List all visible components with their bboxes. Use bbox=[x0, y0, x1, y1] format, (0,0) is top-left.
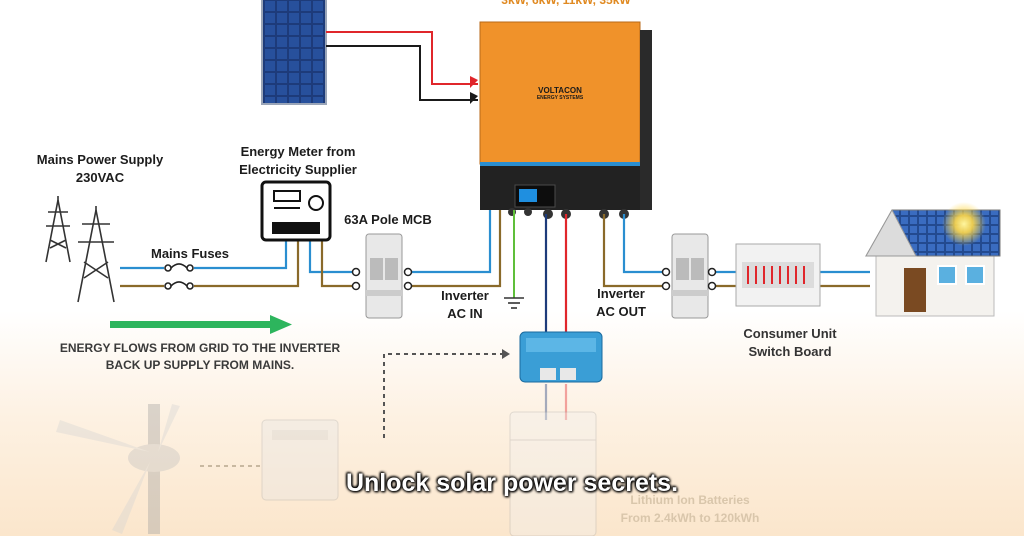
solar-panel bbox=[261, 0, 327, 105]
mcb-label: 63A Pole MCB bbox=[344, 212, 432, 227]
flow-note-line1: ENERGY FLOWS FROM GRID TO THE INVERTER bbox=[59, 341, 341, 355]
inverter-out-label-line2: AC OUT bbox=[596, 304, 646, 319]
mains-label-line1: Mains Power Supply bbox=[36, 152, 164, 167]
output-wires bbox=[602, 214, 870, 288]
inverter bbox=[479, 21, 652, 219]
flow-note-line2: BACK UP SUPPLY FROM MAINS. bbox=[105, 358, 295, 372]
energy-meter bbox=[260, 180, 332, 242]
mains-fuses bbox=[164, 263, 194, 290]
consumer-unit-label-line1: Consumer Unit bbox=[743, 326, 837, 341]
inverter-in-label-line2: AC IN bbox=[447, 306, 483, 321]
power-pylons bbox=[45, 196, 115, 303]
inverter-models-text: 3kW, 6kW, 11kW, 35kW bbox=[501, 0, 631, 7]
mains-label-line2: 230VAC bbox=[75, 170, 125, 185]
wind-turbine bbox=[56, 404, 180, 534]
fuses-label: Mains Fuses bbox=[150, 246, 230, 261]
battery-label-line1: Lithium Ion Batteries bbox=[630, 493, 750, 507]
grid-input-wires bbox=[120, 210, 502, 288]
mcb-breaker-in bbox=[351, 233, 413, 319]
mcb-breaker-out bbox=[661, 233, 717, 319]
house bbox=[865, 202, 1001, 317]
inverter-in-label-line1: Inverter bbox=[441, 288, 489, 303]
battery-wires bbox=[544, 214, 568, 420]
inverter-brand-sub: ENERGY SYSTEMS bbox=[536, 95, 584, 101]
consumer-unit-label-line2: Switch Board bbox=[748, 344, 832, 359]
inverter-out-label-line1: Inverter bbox=[597, 286, 645, 301]
meter-label-line2: Electricity Supplier bbox=[239, 162, 357, 177]
earth-symbol bbox=[504, 210, 524, 309]
charge-controller bbox=[519, 331, 603, 383]
caption-text: Unlock solar power secrets. bbox=[345, 469, 679, 497]
dc-wires bbox=[326, 31, 478, 104]
dashed-links bbox=[200, 353, 506, 467]
flow-arrow bbox=[110, 315, 292, 334]
battery-label-line2: From 2.4kWh to 120kWh bbox=[620, 511, 760, 525]
wind-controller bbox=[261, 419, 339, 501]
inverter-brand: VOLTACON bbox=[538, 86, 582, 95]
consumer-unit bbox=[735, 243, 821, 307]
meter-label-line1: Energy Meter from bbox=[240, 144, 356, 159]
battery-stack bbox=[509, 411, 597, 536]
